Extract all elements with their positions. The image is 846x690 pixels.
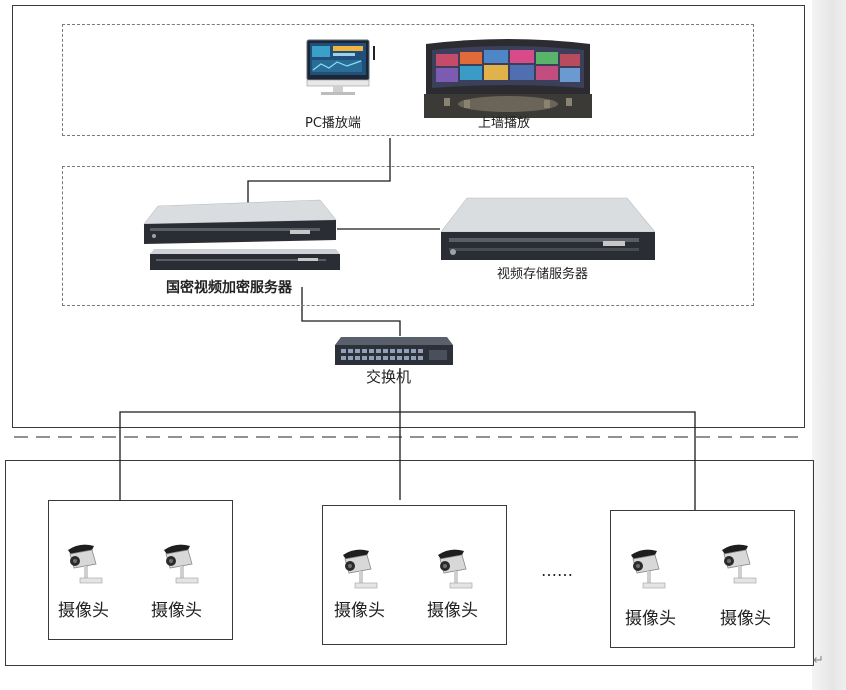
camera-label: 摄像头 bbox=[427, 601, 478, 621]
rack-server-icon bbox=[143, 199, 337, 244]
camera-device bbox=[62, 540, 108, 590]
camera-device bbox=[716, 540, 762, 590]
encrypt-server-unit-2 bbox=[148, 246, 343, 272]
page-edge-shadow bbox=[812, 0, 846, 690]
camera-label: 摄像头 bbox=[720, 609, 771, 629]
camera-device bbox=[625, 545, 671, 595]
camera-label: 摄像头 bbox=[625, 609, 676, 629]
network-switch-device bbox=[333, 335, 455, 369]
wall-display-device bbox=[424, 38, 592, 118]
servers-group bbox=[62, 166, 754, 306]
security-camera-icon bbox=[164, 544, 199, 584]
security-camera-icon bbox=[68, 544, 103, 584]
security-camera-icon bbox=[722, 544, 757, 584]
camera-device bbox=[337, 545, 383, 595]
storage-server-label: 视频存储服务器 bbox=[497, 267, 589, 282]
encrypt-server-unit-1 bbox=[140, 196, 340, 246]
pc-player-device bbox=[303, 38, 383, 100]
display-terminals-group bbox=[62, 24, 754, 136]
security-camera-icon bbox=[343, 549, 378, 589]
camera-label: 摄像头 bbox=[58, 601, 109, 621]
paragraph-return-mark: ↵ bbox=[813, 653, 824, 668]
security-camera-icon bbox=[631, 549, 666, 589]
camera-group-3 bbox=[610, 510, 795, 648]
desktop-monitor-icon bbox=[306, 39, 375, 95]
camera-group-2 bbox=[322, 505, 507, 645]
storage-server-device bbox=[437, 194, 659, 266]
switch-label: 交换机 bbox=[366, 368, 412, 386]
more-cameras-ellipsis: …… bbox=[541, 561, 573, 580]
encrypt-server-label: 国密视频加密服务器 bbox=[166, 280, 292, 296]
camera-device bbox=[158, 540, 204, 590]
camera-device bbox=[432, 545, 478, 595]
video-wall-icon bbox=[424, 39, 592, 118]
pc-player-label: PC播放端 bbox=[305, 116, 361, 131]
camera-label: 摄像头 bbox=[334, 601, 385, 621]
network-switch-icon bbox=[335, 337, 453, 365]
camera-label: 摄像头 bbox=[151, 601, 202, 621]
camera-group-1 bbox=[48, 500, 233, 640]
rack-server-icon bbox=[440, 197, 656, 260]
wall-display-label: 上墙播放 bbox=[478, 116, 531, 131]
rack-server-icon bbox=[150, 249, 340, 270]
security-camera-icon bbox=[438, 549, 473, 589]
